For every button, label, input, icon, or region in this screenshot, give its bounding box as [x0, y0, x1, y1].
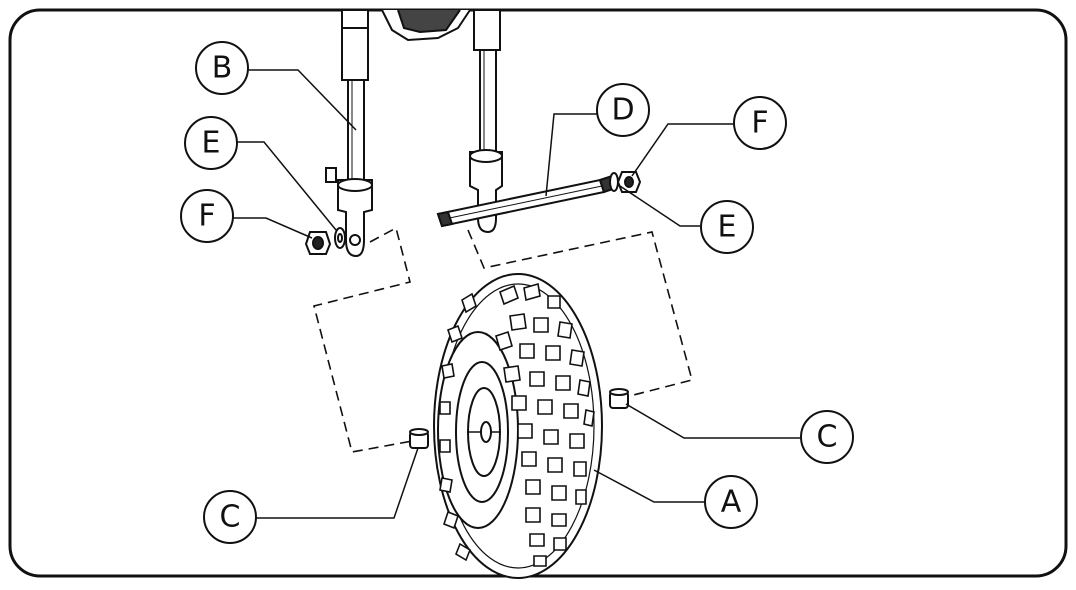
bearing-spacer-left — [409, 428, 429, 449]
callout-e-left: E — [184, 116, 238, 170]
callout-c-left: C — [203, 490, 257, 544]
callout-b: B — [195, 41, 249, 95]
leader-e-right — [619, 185, 700, 227]
assembly-dashed-lines — [313, 226, 693, 453]
right-washer — [609, 172, 619, 192]
callout-c-right: C — [800, 410, 854, 464]
left-washer — [334, 227, 346, 249]
callout-b-label: B — [212, 51, 233, 86]
callout-f-left-label: F — [198, 199, 215, 234]
right-nut — [616, 171, 642, 193]
leader-f-right — [631, 123, 734, 177]
leader-b — [246, 69, 357, 131]
leader-c-left — [256, 447, 419, 519]
callout-f-right: F — [733, 96, 787, 150]
wheel-tire — [433, 273, 603, 579]
callout-e-right-label: E — [718, 210, 737, 245]
tire-tread — [439, 282, 595, 567]
callout-a-label: A — [721, 485, 742, 520]
callout-c-left-label: C — [220, 500, 241, 535]
callouts: B E F D F E C A — [180, 41, 854, 544]
leader-e-left — [236, 141, 337, 231]
diagram-frame — [8, 8, 1068, 578]
right-fork-leg — [469, 9, 503, 234]
left-nut — [304, 231, 332, 255]
callout-d-label: D — [611, 93, 634, 128]
callout-e-left-label: E — [202, 126, 221, 161]
callout-a: A — [704, 475, 758, 529]
bearing-spacer-right — [609, 388, 629, 409]
leader-f-left — [232, 217, 313, 239]
leader-d — [545, 113, 598, 197]
callout-f-left: F — [180, 189, 234, 243]
callout-e-right: E — [700, 200, 754, 254]
left-fork-leg — [325, 9, 373, 258]
leader-c-right — [625, 403, 800, 439]
callout-c-right-label: C — [817, 420, 838, 455]
axle-bolt — [436, 174, 618, 228]
leader-a — [593, 469, 704, 503]
chassis-top — [381, 9, 471, 42]
callout-f-right-label: F — [751, 106, 768, 141]
leader-lines — [232, 69, 800, 519]
callout-d: D — [596, 83, 650, 137]
